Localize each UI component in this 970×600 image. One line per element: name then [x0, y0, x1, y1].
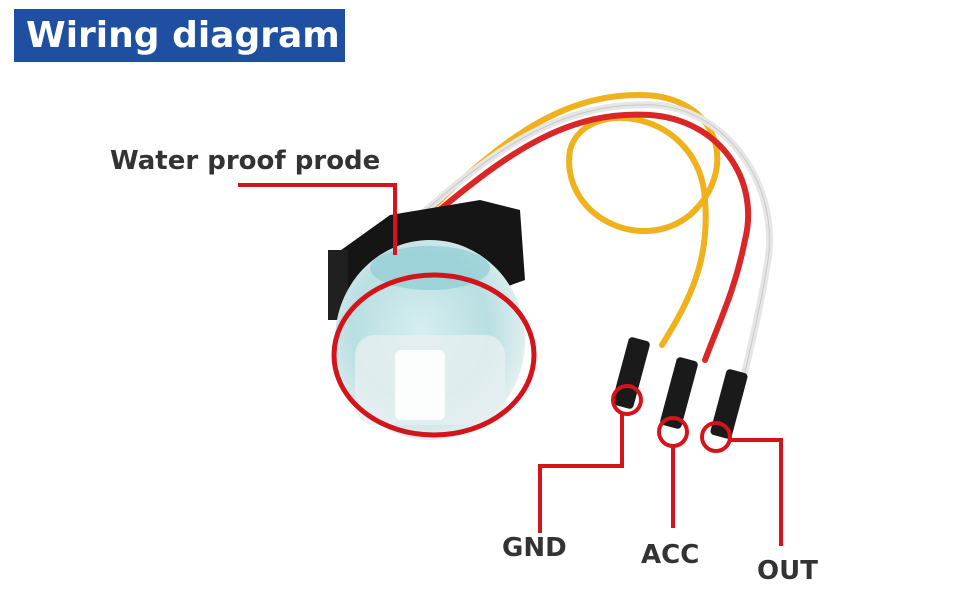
acc-label: ACC	[641, 540, 700, 570]
gnd-callout-line	[538, 414, 624, 533]
connector-out	[710, 369, 748, 439]
probe-callout-line	[238, 183, 397, 255]
out-callout-circle	[700, 421, 732, 453]
gnd-label: GND	[502, 533, 567, 563]
connector-acc	[660, 357, 698, 429]
wire-bundle	[406, 91, 773, 376]
connector-gnd	[612, 337, 650, 409]
probe-callout-circle	[331, 272, 537, 438]
probe-label: Water proof prode	[110, 146, 381, 176]
page-title: Wiring diagram	[14, 9, 345, 62]
callouts	[238, 183, 783, 546]
gnd-callout-circle	[611, 384, 643, 416]
out-callout-line	[730, 438, 783, 546]
red-wire	[427, 111, 752, 363]
yellow-wire	[417, 91, 721, 348]
out-label: OUT	[757, 556, 818, 586]
